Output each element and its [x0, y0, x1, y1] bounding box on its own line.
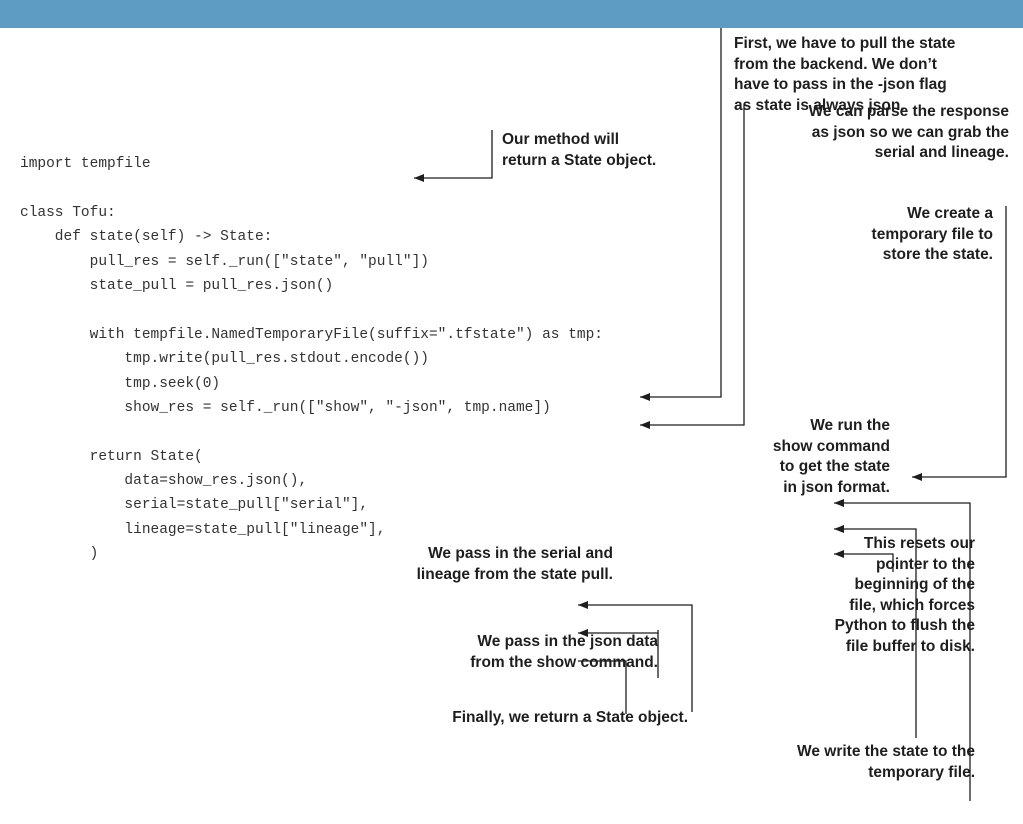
annotation-show-command: We run the show command to get the state…	[772, 417, 890, 496]
code-line-9: tmp.write(pull_res.stdout.encode())	[20, 351, 429, 368]
annotation-return-type: Our method will return a State object.	[502, 131, 657, 169]
callout-run-show-command	[834, 550, 894, 572]
callout-temp-file	[912, 206, 1007, 481]
callout-serial-lineage-stub	[578, 626, 626, 692]
annotation-write-state: We write the state to the temporary file…	[797, 743, 975, 781]
code-line-8: with tempfile.NamedTemporaryFile(suffix=…	[20, 326, 603, 343]
annotation-pull-state: First, we have to pull the state from th…	[734, 35, 956, 114]
code-line-10: tmp.seek(0)	[20, 375, 221, 392]
annotation-serial-lineage: We pass in the serial and lineage from t…	[416, 545, 613, 583]
callout-show-command-connector	[834, 554, 891, 573]
callout-write-state	[834, 499, 971, 801]
code-line-14: data=show_res.json(),	[20, 473, 308, 490]
callout-pull-state	[640, 28, 722, 401]
callout-serial-lineage	[578, 660, 627, 714]
callout-json-data	[578, 629, 659, 637]
code-line-16: lineage=state_pull["lineage"],	[20, 521, 386, 538]
callout-seek-reset	[834, 525, 917, 738]
annotation-json-data: We pass in the json data from the show c…	[470, 633, 658, 671]
code-line-4: def state(self) -> State:	[20, 229, 273, 246]
code-line-13: return State(	[20, 448, 203, 465]
code-line-11: show_res = self._run(["show", "-json", t…	[20, 399, 551, 416]
callout-return-state	[578, 601, 693, 712]
annotation-parse-response: We can parse the response as json so we …	[808, 103, 1009, 161]
callout-show-command-visible	[834, 502, 893, 571]
section-header-bar	[0, 0, 1023, 28]
callout-parse-response	[640, 104, 745, 429]
callout-return-type	[414, 130, 493, 182]
code-line-6: state_pull = pull_res.json()	[20, 277, 334, 294]
annotation-return-state: Finally, we return a State object.	[452, 709, 688, 726]
code-line-15: serial=state_pull["serial"],	[20, 497, 369, 514]
annotation-temp-file: We create a temporary file to store the …	[871, 205, 993, 263]
code-line-3: class Tofu:	[20, 204, 116, 221]
callout-serial-lineage-bracket	[578, 554, 626, 700]
code-listing: import tempfile class Tofu: def state(sel…	[20, 152, 603, 567]
code-line-1: import tempfile	[20, 156, 151, 172]
annotation-seek-reset: This resets our pointer to the beginning…	[834, 535, 975, 655]
code-line-17: )	[20, 546, 99, 563]
code-line-5: pull_res = self._run(["state", "pull"])	[20, 253, 429, 270]
